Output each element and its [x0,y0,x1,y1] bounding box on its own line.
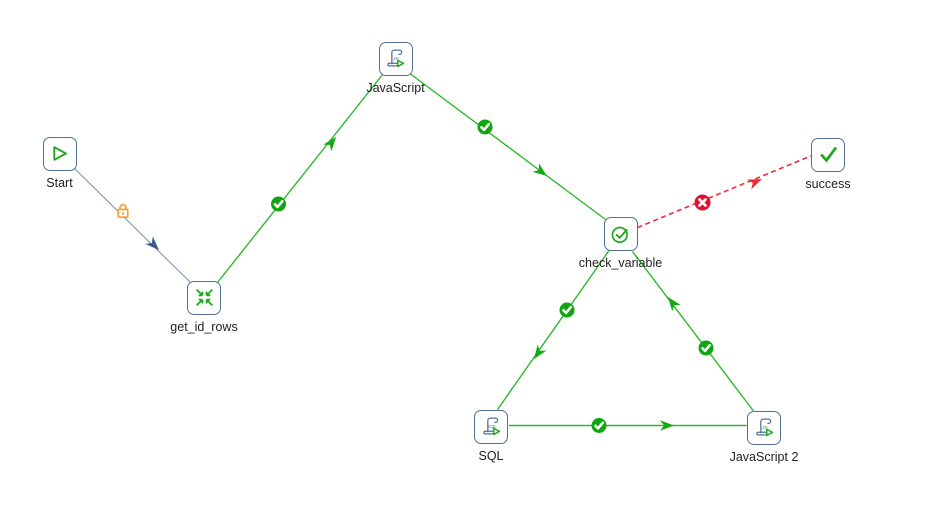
hop-check_variable-to-success[interactable] [637,154,813,229]
hop-sql-to-javascript2[interactable] [509,418,747,433]
failure-badge-icon[interactable] [694,194,711,211]
hop-arrowhead-icon [668,297,681,312]
script-icon: JS [755,418,773,437]
success-badge-icon[interactable] [559,302,575,318]
success-badge-icon[interactable] [271,196,286,212]
hop-arrowhead-icon [747,179,762,190]
hop-check_variable-to-sql[interactable] [496,250,610,410]
job-entry-label-check_variable: check_variable [578,256,663,270]
success-badge-icon[interactable] [591,418,607,433]
script-icon: SQL [482,417,500,436]
job-entry-sql[interactable]: SQL [474,409,508,444]
hop-get_id_rows-to-javascript[interactable] [216,73,384,283]
hop-line[interactable] [496,250,610,410]
lock-icon[interactable] [117,203,129,218]
job-entry-label-sql: SQL [478,448,504,463]
hop-line[interactable] [410,73,606,221]
svg-text:JS: JS [762,425,768,431]
hop-arrowhead-icon [145,236,159,250]
check-icon [819,146,837,163]
svg-text:SQL: SQL [487,424,497,430]
job-entry-start[interactable] [42,136,77,171]
check-circle-icon [611,226,628,243]
hop-start-to-get_id_rows[interactable] [74,168,191,283]
start-icon [53,146,67,161]
job-entry-label-javascript: JavaScript [366,80,425,95]
hop-line[interactable] [637,154,813,229]
hop-line[interactable] [74,168,191,283]
hop-arrowhead-icon [323,137,336,152]
hop-javascript-to-check_variable[interactable] [410,73,606,221]
job-entry-get_id_rows[interactable] [187,280,221,315]
job-entry-check_variable[interactable] [603,217,638,251]
script-icon: JS [387,49,405,68]
hop-line[interactable] [631,251,755,412]
job-entry-label-javascript2: JavaScript 2 [729,449,799,464]
job-entry-label-success: success [805,176,851,191]
hop-arrowhead-icon [532,163,547,176]
success-badge-icon[interactable] [698,340,714,356]
job-entry-success[interactable] [811,137,845,172]
hop-arrowhead-icon [534,344,547,359]
job-entry-label-get_id_rows: get_id_rows [170,319,238,334]
svg-text:JS: JS [393,56,399,62]
job-entry-javascript2[interactable]: JS [747,410,781,445]
job-entry-label-start: Start [46,175,73,190]
hop-javascript2-to-check_variable[interactable] [631,251,755,412]
converge-icon [195,289,213,306]
hop-arrowhead-icon [660,420,674,431]
job-entry-javascript[interactable]: JS [378,41,413,76]
success-badge-icon[interactable] [477,119,493,135]
hop-line[interactable] [216,73,384,283]
